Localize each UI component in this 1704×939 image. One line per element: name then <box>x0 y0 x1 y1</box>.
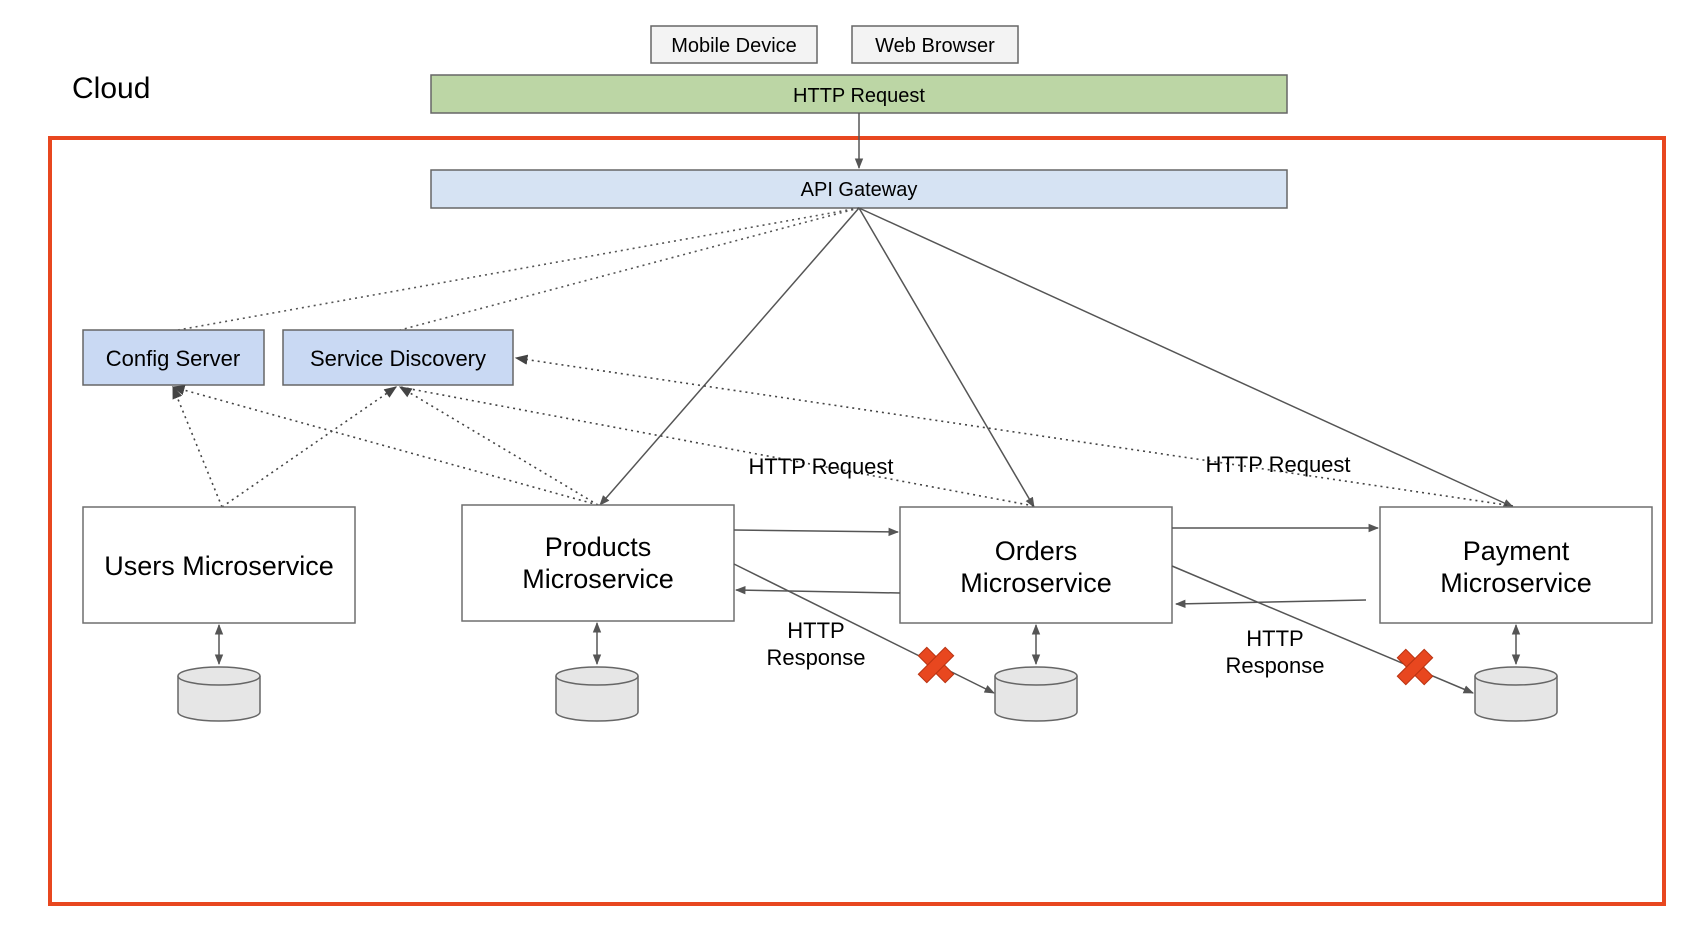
inter-service-calls <box>733 523 1474 694</box>
edge-label-http-response-2-line2: Response <box>1225 653 1324 678</box>
users-microservice-label: Users Microservice <box>104 551 334 581</box>
db-links <box>214 621 1521 666</box>
database-cylinder-icon <box>177 666 261 722</box>
service-discovery-label: Service Discovery <box>310 346 486 371</box>
products-microservice[interactable]: Products Microservice <box>461 504 735 622</box>
client-web-browser[interactable]: Web Browser <box>851 25 1019 64</box>
cloud-boundary <box>48 136 1666 906</box>
gateway-infra-links <box>177 207 860 331</box>
edge-label-http-request-2: HTTP Request <box>1205 452 1350 477</box>
client-mobile-device[interactable]: Mobile Device <box>650 25 818 64</box>
http-request-bar: HTTP Request <box>430 74 1288 114</box>
edge-label-http-response-1-line1: HTTP <box>787 618 844 643</box>
users-microservice[interactable]: Users Microservice <box>82 506 356 624</box>
products-microservice-label-line1: Products <box>545 532 652 562</box>
database-cylinder-icon <box>555 666 639 722</box>
gateway-service-routes <box>599 207 1514 508</box>
orders-microservice-label-line2: Microservice <box>960 568 1112 598</box>
client-web-browser-label: Web Browser <box>875 35 995 57</box>
red-x-icon <box>1396 648 1434 686</box>
orders-microservice-label-line1: Orders <box>995 536 1078 566</box>
config-server-label: Config Server <box>106 346 241 371</box>
red-x-icon <box>917 646 955 684</box>
payment-microservice-label-line1: Payment <box>1463 536 1570 566</box>
client-mobile-device-label: Mobile Device <box>671 35 797 57</box>
payment-microservice[interactable]: Payment Microservice <box>1379 506 1653 624</box>
service-registration-links <box>171 354 1514 508</box>
api-gateway[interactable]: API Gateway <box>430 169 1288 209</box>
api-gateway-label: API Gateway <box>801 179 918 201</box>
service-discovery[interactable]: Service Discovery <box>282 329 514 386</box>
config-server[interactable]: Config Server <box>82 329 265 386</box>
payment-microservice-label-line2: Microservice <box>1440 568 1592 598</box>
database-cylinder-icon <box>1474 666 1558 722</box>
edge-label-http-response-2-line1: HTTP <box>1246 626 1303 651</box>
http-request-bar-label: HTTP Request <box>793 85 925 107</box>
edge-label-http-request-1: HTTP Request <box>748 454 893 479</box>
database-cylinder-icon <box>994 666 1078 722</box>
products-microservice-label-line2: Microservice <box>522 564 674 594</box>
cloud-label: Cloud <box>72 72 150 105</box>
edge-label-http-response-1-line2: Response <box>766 645 865 670</box>
orders-microservice[interactable]: Orders Microservice <box>899 506 1173 624</box>
